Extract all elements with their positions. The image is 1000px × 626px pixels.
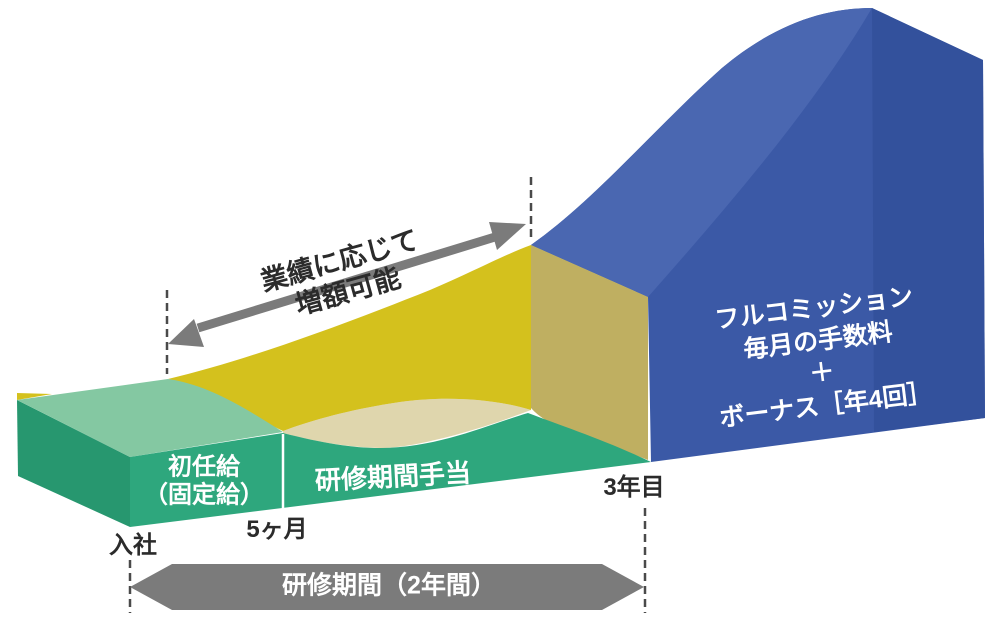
blue-right-face (872, 8, 985, 432)
starting-salary-label: 初任給 （固定給） (144, 454, 264, 511)
training-period-band (130, 564, 644, 610)
commission-area-yellow (168, 245, 531, 431)
starting-salary-line1: 初任給 (168, 453, 240, 481)
full-commission-label: フルコミッション 毎月の手数料 ＋ ボーナス［年4回］ (706, 279, 934, 434)
milestone-joining: 入社 (109, 531, 157, 559)
full-commission-area-blue (531, 8, 985, 462)
green-left-face (17, 400, 130, 527)
performance-arrow-left-head (168, 319, 204, 347)
commission-wash-overlay (283, 398, 531, 448)
commission-side-face (531, 245, 648, 460)
blue-top-face (531, 8, 872, 297)
milestone-year3: 3年目 (603, 473, 665, 501)
starting-salary-line2: （固定給） (144, 482, 264, 509)
green-top-face (17, 379, 283, 457)
green-front-face (130, 413, 651, 527)
performance-arrow-right-head (489, 222, 526, 250)
performance-arrow-shaft (196, 232, 497, 333)
milestone-5months: 5ヶ月 (246, 515, 308, 543)
training-period-label: 研修期間（2年間） (282, 571, 496, 600)
yellow-corner-sliver (17, 393, 52, 400)
